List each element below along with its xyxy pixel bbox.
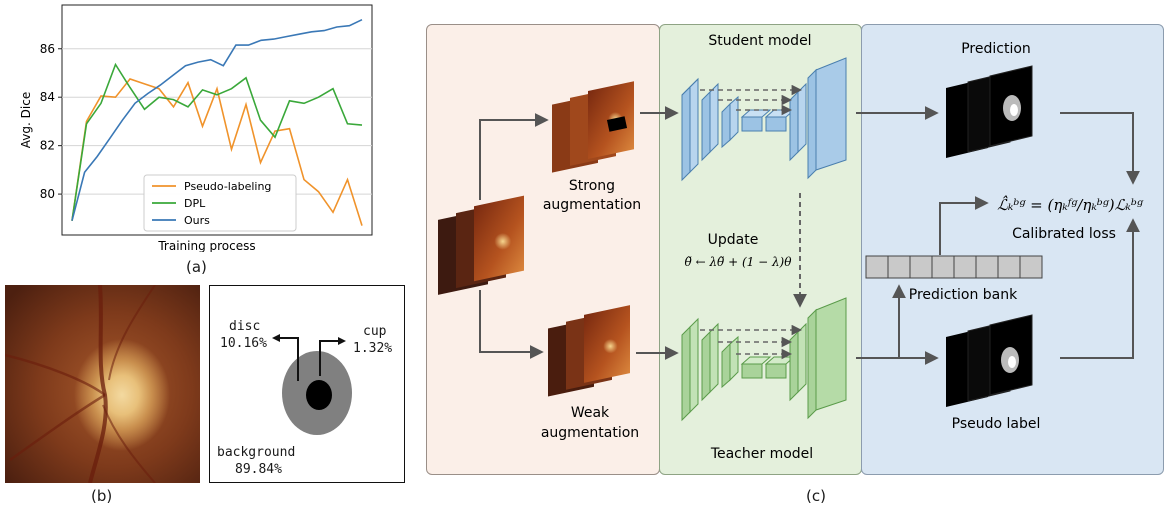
chart-y-ticks: 80 82 84 86 xyxy=(40,42,62,201)
pseudo-label-label: Pseudo label xyxy=(952,416,1041,432)
calibrated-loss-formula: ℒ̂ₖᵇᵍ = (ηₖᶠᵍ/ηₖᵇᵍ)ℒₖᵇᵍ xyxy=(997,195,1144,214)
prediction-bank-label: Prediction bank xyxy=(909,287,1018,303)
weak-aug-label-2: augmentation xyxy=(541,425,639,441)
dice-line-chart: 80 82 84 86 Avg. Dice Training process Pseu… xyxy=(19,4,373,252)
prediction-label: Prediction xyxy=(961,41,1031,57)
strong-aug-label-1: Strong xyxy=(569,178,615,194)
prediction-stack xyxy=(946,65,1033,158)
strong-aug-label-2: augmentation xyxy=(543,197,641,213)
cutout-patch xyxy=(606,116,628,132)
prediction-bank-cells xyxy=(865,255,1043,279)
bank-cell xyxy=(909,255,933,279)
caption-c: (c) xyxy=(806,487,826,505)
update-label: Update xyxy=(708,232,759,248)
student-model-label: Student model xyxy=(708,33,811,49)
caption-b: (b) xyxy=(91,487,113,505)
cup-percent: 1.32% xyxy=(353,341,393,356)
bank-cell xyxy=(931,255,955,279)
update-formula: θ̃ ← λθ̃ + (1 − λ)θ xyxy=(685,255,793,269)
legend-label: Pseudo-labeling xyxy=(184,180,271,193)
fundus-vessels xyxy=(5,285,156,483)
bank-cell xyxy=(887,255,911,279)
pseudo-label-stack xyxy=(946,314,1033,407)
segmentation-svg xyxy=(272,334,352,435)
y-tick-label: 86 xyxy=(40,42,55,56)
teacher-model-label: Teacher model xyxy=(710,446,813,462)
disc-percent: 10.16% xyxy=(220,336,267,351)
bank-cell xyxy=(865,255,889,279)
legend-box xyxy=(143,174,297,232)
student-network xyxy=(681,57,847,182)
chart-series-lines xyxy=(71,18,363,226)
background-percent: 89.84% xyxy=(235,462,282,477)
bank-cell xyxy=(953,255,977,279)
calibrated-loss-label: Calibrated loss xyxy=(1012,226,1116,242)
input-image-stack xyxy=(438,195,524,295)
y-tick-label: 84 xyxy=(40,90,55,104)
strong-aug-stack xyxy=(552,81,634,173)
segmentation-map: disc 10.16% cup 1.32% background 89.84% xyxy=(209,285,405,483)
y-tick-label: 82 xyxy=(40,139,55,153)
weak-aug-label-1: Weak xyxy=(571,405,610,421)
y-tick-label: 80 xyxy=(40,187,55,201)
teacher-network xyxy=(681,297,847,422)
weak-aug-stack xyxy=(548,305,630,397)
chart-y-axis-label: Avg. Dice xyxy=(19,92,33,148)
caption-a: (a) xyxy=(186,258,207,276)
legend-label: DPL xyxy=(184,197,206,210)
disc-label: disc xyxy=(229,319,261,334)
legend-label: Ours xyxy=(184,214,210,227)
cup-arrow xyxy=(319,340,338,376)
series-line-ours xyxy=(71,18,363,221)
fundus-image xyxy=(5,285,200,483)
background-label: background xyxy=(217,445,296,460)
bank-cell xyxy=(997,255,1021,279)
bank-cell xyxy=(1019,255,1043,279)
series-line-pseudo-labeling xyxy=(71,78,363,226)
bank-cell xyxy=(975,255,999,279)
disc-arrow xyxy=(280,337,299,381)
cup-region xyxy=(306,380,332,410)
cup-label: cup xyxy=(363,324,387,339)
chart-x-axis-label: Training process xyxy=(157,239,255,252)
series-line-dpl xyxy=(71,62,363,221)
